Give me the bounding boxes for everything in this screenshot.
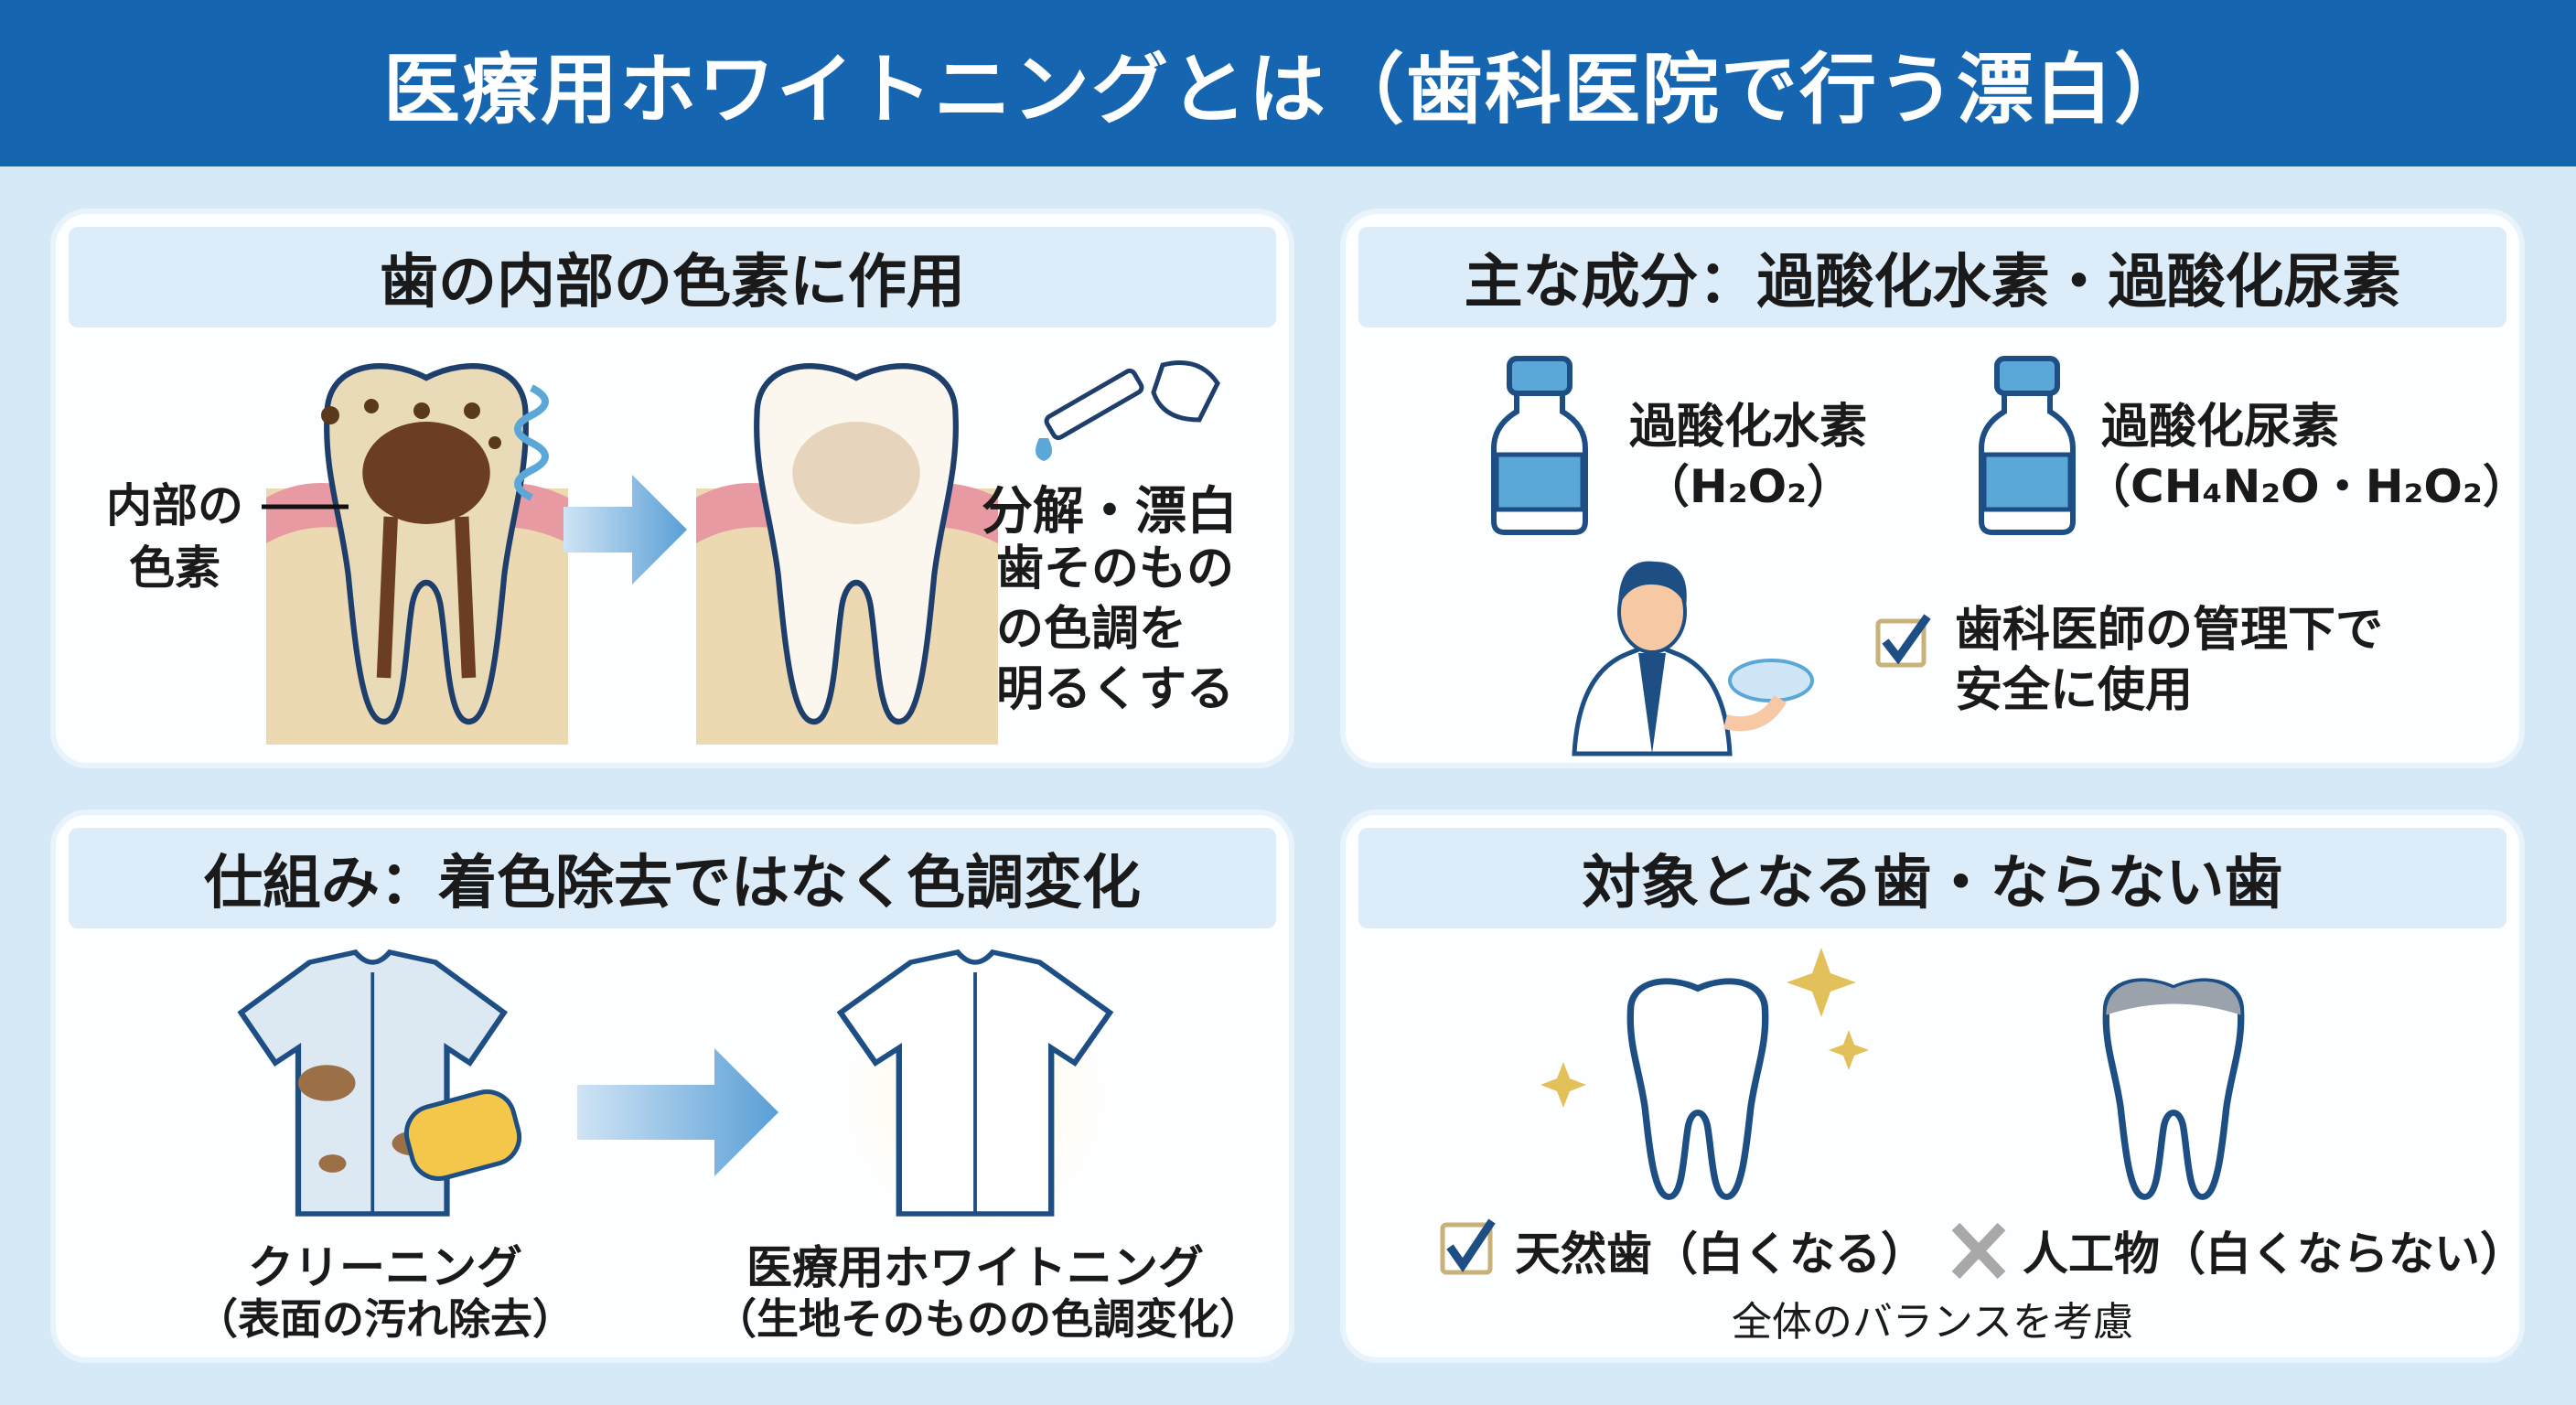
panel-internal-pigment: 歯の内部の色素に作用 内部の色素 分解・漂白 歯そのものの色調を明るくする xyxy=(50,209,1294,768)
tooth-illustrations xyxy=(262,360,1220,745)
natural-tooth-icon xyxy=(1630,981,1765,1197)
header-banner: 医療用ホワイトニングとは（歯科医院で行う漂白） xyxy=(0,0,2576,166)
ingredient-formula: （H₂O₂） xyxy=(1643,460,1853,513)
sponge-icon xyxy=(403,1089,522,1181)
result-text: 歯そのものの色調を明るくする xyxy=(996,539,1234,720)
sparkle-icon xyxy=(1540,948,1869,1108)
panel-heading: 対象となる歯・ならない歯 xyxy=(1358,828,2506,928)
checkbox-checked-icon xyxy=(1875,614,1931,668)
whitened-tooth xyxy=(757,366,956,722)
pigment-label: 内部の色素 xyxy=(106,475,243,599)
panel-heading: 主な成分：過酸化水素・過酸化尿素 xyxy=(1358,227,2506,327)
whitening-sub: （生地そのものの色調変化） xyxy=(714,1294,1261,1344)
result-line3: 明るくする xyxy=(996,662,1235,717)
arrow-icon xyxy=(577,1048,778,1176)
whitening-label: 医療用ホワイトニング xyxy=(746,1241,1204,1294)
safety-line2: 安全に使用 xyxy=(1955,663,2194,718)
ingredient-formula: （CH₄N₂O・H₂O₂） xyxy=(2085,460,2525,513)
target-illustrations xyxy=(1440,948,2525,1280)
dentist-icon xyxy=(1572,561,1814,756)
natural-tooth-label: 天然歯（白くなる） xyxy=(1515,1228,1927,1281)
bottle-icon xyxy=(1979,356,2076,535)
panel-heading: 仕組み：着色除去ではなく色調変化 xyxy=(69,828,1276,928)
safety-note: 歯科医師の管理下で安全に使用 xyxy=(1955,600,2383,721)
checkbox-checked-icon xyxy=(1440,1218,1496,1275)
stained-tooth xyxy=(327,366,526,722)
ingredient-name: 過酸化水素 xyxy=(1628,400,1867,455)
stain-particles xyxy=(321,399,501,449)
panel-mechanism: 仕組み：着色除去ではなく色調変化 クリーニング （表面の汚れ除去） 医療用ホワイ… xyxy=(50,810,1294,1363)
balance-note: 全体のバランスを考慮 xyxy=(1731,1299,2134,1346)
cleaning-sub: （表面の汚れ除去） xyxy=(196,1294,574,1344)
ingredient-illustrations xyxy=(1491,356,2076,756)
clean-shirt-icon xyxy=(841,952,1110,1214)
page-title: 医療用ホワイトニングとは（歯科医院で行う漂白） xyxy=(382,44,2193,134)
artificial-label: 人工物（白くならない） xyxy=(2023,1228,2525,1281)
wave-lines-icon xyxy=(514,384,549,501)
ingredient-name: 過酸化尿素 xyxy=(2101,400,2340,455)
safety-line1: 歯科医師の管理下で xyxy=(1955,603,2384,658)
result-line2: の色調を xyxy=(996,602,1187,657)
result-line1: 歯そのもの xyxy=(996,542,1235,596)
pigment-label-line2: 色素 xyxy=(129,542,220,595)
panel-heading: 歯の内部の色素に作用 xyxy=(69,227,1276,327)
panel-ingredients: 主な成分：過酸化水素・過酸化尿素 過酸化水素 （H₂O₂） 過酸化尿素 （CH₄… xyxy=(1340,209,2525,768)
bottle-icon xyxy=(1491,356,1588,535)
artificial-tooth-icon xyxy=(2106,981,2240,1197)
pigment-label-line1: 内部の xyxy=(106,479,243,532)
shirt-illustrations xyxy=(56,943,1131,1254)
arrow-icon xyxy=(564,475,687,585)
cross-icon xyxy=(1951,1222,2006,1280)
cleaning-label: クリーニング xyxy=(248,1241,522,1294)
syringe-icon xyxy=(1036,360,1220,461)
panel-targets: 対象となる歯・ならない歯 天然歯（白くなる） 人工物（白くならない） 全体のバラ… xyxy=(1340,810,2525,1363)
result-heading: 分解・漂白 xyxy=(982,482,1238,542)
